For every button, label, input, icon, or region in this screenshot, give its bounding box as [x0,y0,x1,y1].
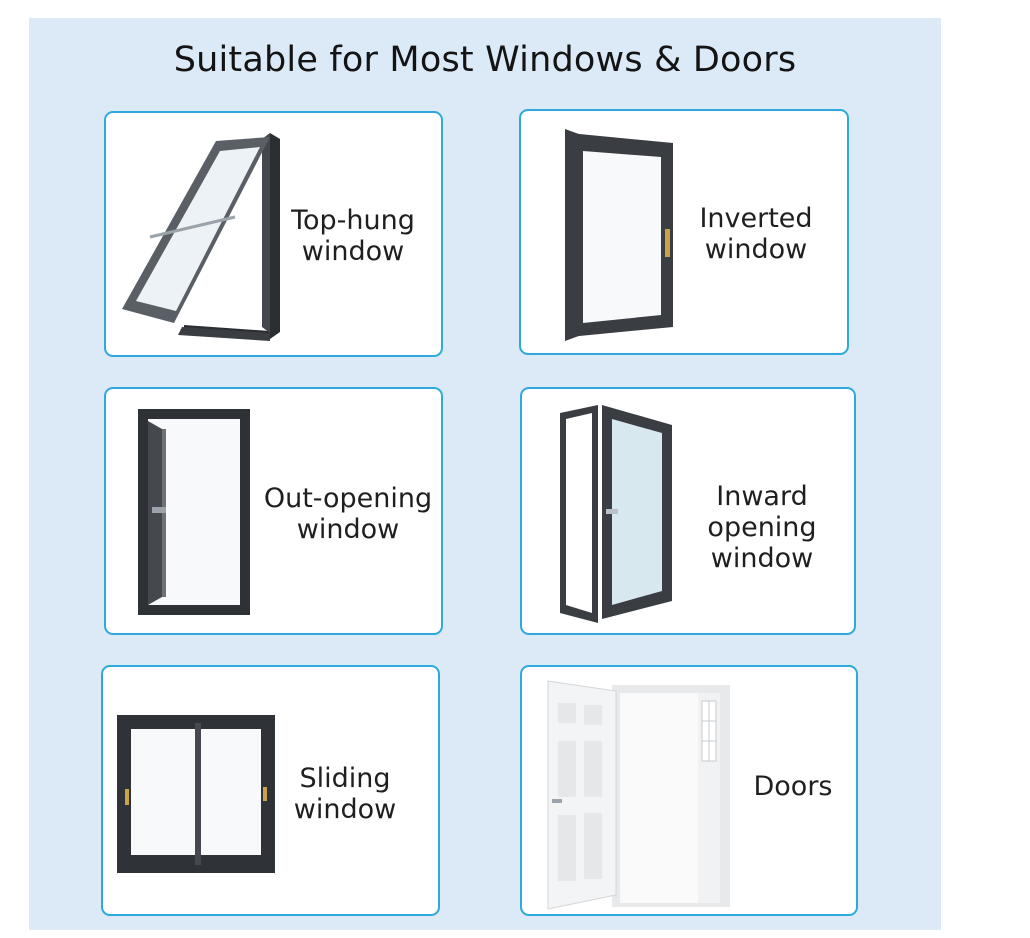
card-doors: Doors [520,665,858,916]
sliding-window-icon [117,715,275,873]
page-title: Suitable for Most Windows & Doors [173,40,797,80]
inverted-window-icon [565,129,673,341]
card-label: Doors [753,771,833,802]
out-opening-window-icon [138,409,250,615]
top-hung-window-icon [122,133,280,341]
door-icon [547,680,730,910]
inward-opening-window-icon [560,405,672,623]
